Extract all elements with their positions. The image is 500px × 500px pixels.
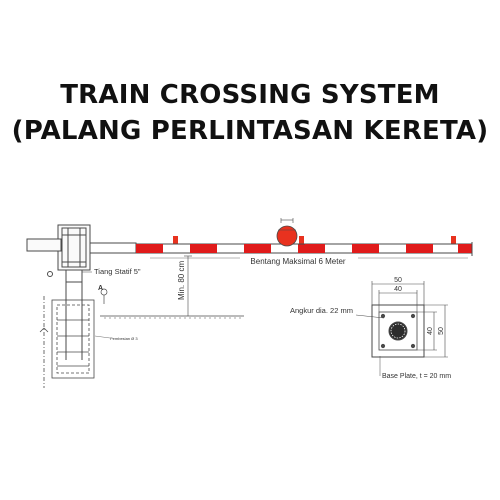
page-title-line-2: (PALANG PERLINTASAN KERETA) bbox=[11, 116, 489, 146]
base-plate-label: Base Plate, t = 20 mm bbox=[382, 373, 451, 380]
span-label: Bentang Maksimal 6 Meter bbox=[250, 257, 345, 266]
dim-right-outer: 50 bbox=[438, 327, 445, 335]
foundation bbox=[39, 296, 95, 388]
page-title-line-1: TRAIN CROSSING SYSTEM bbox=[60, 80, 440, 110]
boom-lamp-1 bbox=[172, 236, 179, 245]
boom-stripe-2 bbox=[190, 244, 217, 253]
dim-top-inner: 40 bbox=[394, 286, 402, 293]
warning-disc bbox=[276, 218, 298, 247]
base-plate-detail bbox=[371, 304, 425, 358]
ground-line bbox=[100, 315, 244, 319]
section-marker-a: A bbox=[98, 285, 108, 304]
dim-top-outer: 50 bbox=[394, 277, 402, 284]
pole-label: Tiang Statif 5" bbox=[94, 267, 141, 276]
foundation-note: Pembesian Ø 3 bbox=[110, 336, 138, 341]
min-height-label: Min. 80 cm bbox=[177, 261, 186, 300]
anchor-label: Angkur dia. 22 mm bbox=[290, 306, 353, 315]
counterweight-pin bbox=[47, 271, 53, 277]
plate-dimensions-right bbox=[417, 304, 448, 358]
boom-stripe-3 bbox=[244, 244, 271, 253]
boom-stripe-4 bbox=[298, 244, 325, 253]
barrier-housing bbox=[26, 224, 137, 271]
section-marker-a-label: A bbox=[98, 285, 103, 292]
boom-stripe-5 bbox=[352, 244, 379, 253]
boom-stripe-7 bbox=[458, 244, 472, 253]
min-height-dimension bbox=[184, 255, 192, 316]
dim-right-inner: 40 bbox=[427, 327, 434, 335]
boom-stripes bbox=[136, 244, 472, 253]
boom-stripe-6 bbox=[406, 244, 433, 253]
boom-stripe-1 bbox=[136, 244, 163, 253]
boom-lamp-3 bbox=[450, 236, 457, 245]
anchor-leader bbox=[355, 314, 385, 319]
plate-dimensions-top bbox=[371, 281, 425, 312]
pole-stand bbox=[65, 270, 83, 360]
boom-lamp-2 bbox=[298, 236, 305, 245]
